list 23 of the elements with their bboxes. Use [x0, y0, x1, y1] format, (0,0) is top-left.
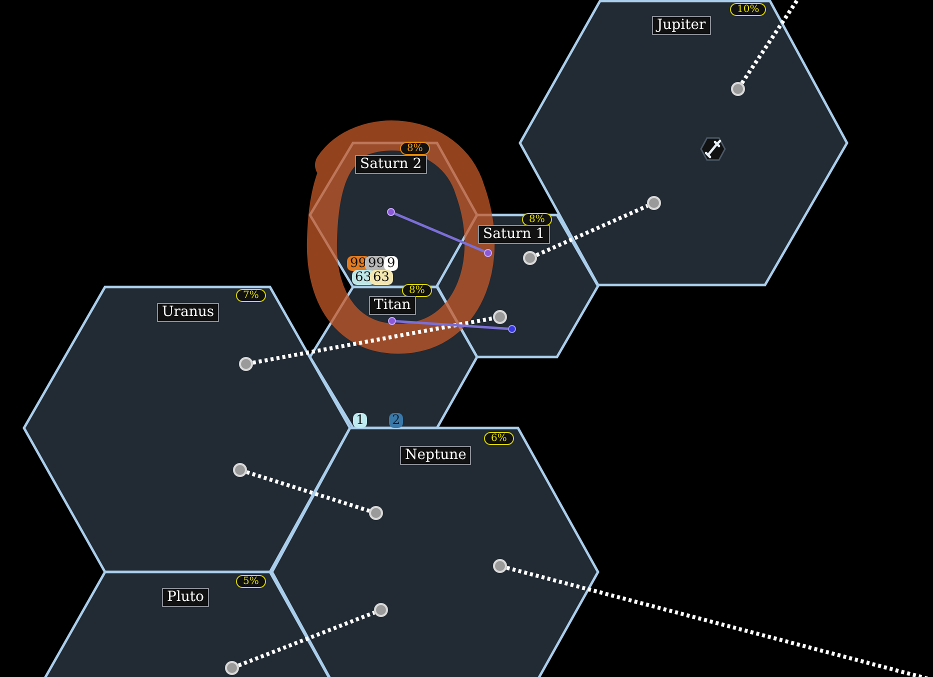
percent-badge: 5% [236, 575, 266, 588]
count-badge: 1 [353, 413, 368, 428]
percent-badge: 7% [236, 289, 266, 302]
dotted-lane-line [246, 470, 370, 513]
count-badge: 2 [389, 413, 404, 428]
count-badge: 9 [384, 256, 398, 271]
route-line [396, 320, 508, 330]
planet-name-label: Jupiter [652, 16, 711, 35]
planet-name-label: Neptune [400, 446, 472, 465]
planet-name-label: Saturn 2 [355, 155, 427, 174]
planet-name-label: Pluto [162, 588, 209, 607]
percent-badge: 8% [400, 142, 430, 155]
dotted-lane-line [238, 610, 376, 668]
percent-badge: 8% [402, 284, 432, 297]
dotted-lane-line [536, 204, 648, 257]
percent-badge: 10% [730, 3, 766, 16]
planet-name-label: Uranus [157, 303, 220, 322]
planet-name-label: Saturn 1 [478, 225, 550, 244]
count-badge: 63 [370, 270, 393, 285]
dotted-lane-line [252, 316, 494, 365]
percent-badge: 6% [484, 432, 514, 445]
planet-name-label: Titan [369, 296, 416, 315]
route-line [394, 212, 485, 253]
